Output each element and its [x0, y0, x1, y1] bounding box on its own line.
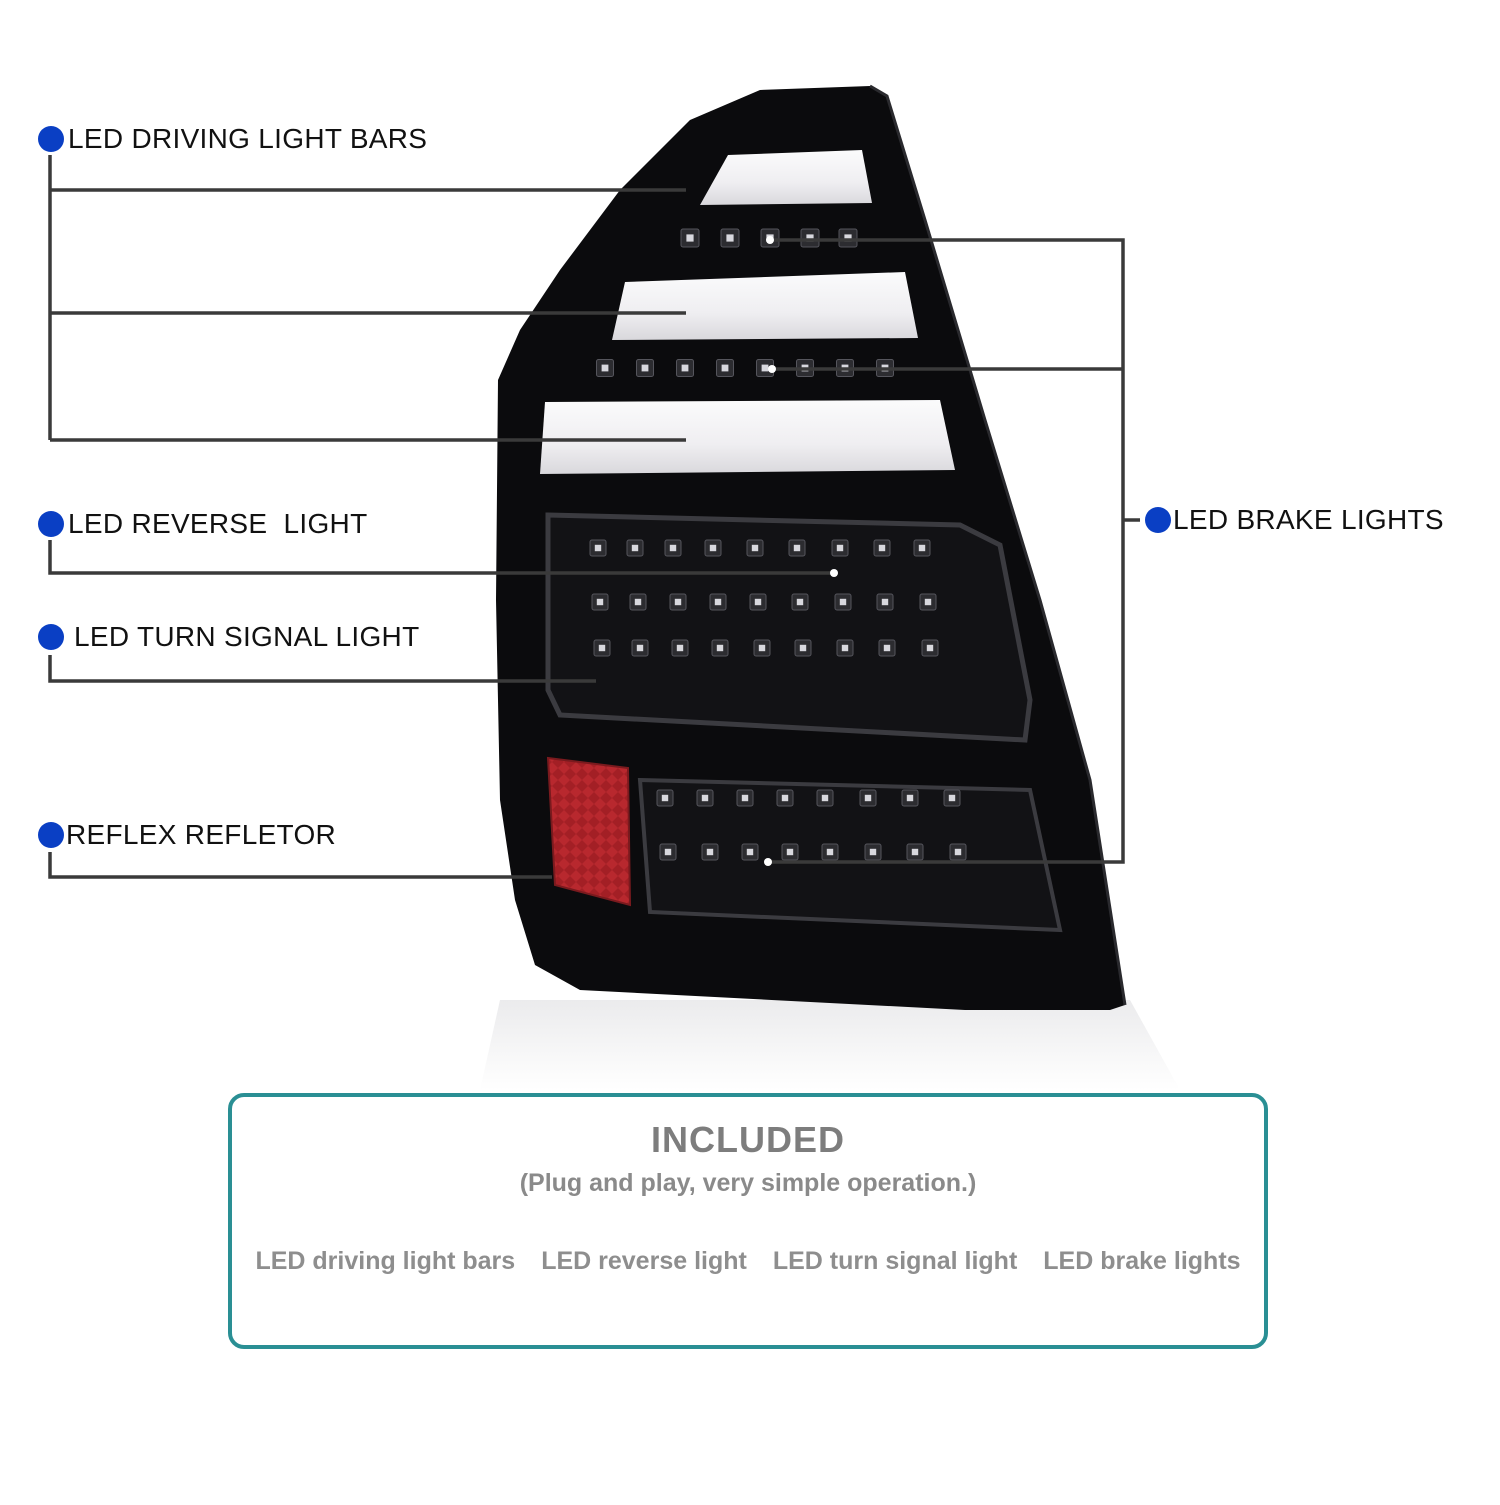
callout-turn-signal: LED TURN SIGNAL LIGHT [38, 617, 420, 657]
led-chip [726, 234, 734, 242]
brake-lens [637, 777, 1063, 933]
leader-end-dot [830, 569, 838, 577]
led-chip [796, 598, 804, 606]
led-chip [841, 644, 849, 652]
callout-turn-signal-label: LED TURN SIGNAL LIGHT [74, 621, 420, 652]
included-subtitle: (Plug and play, very simple operation.) [519, 1169, 977, 1197]
led-chip [844, 234, 852, 242]
led-chip [714, 598, 722, 606]
led-chip [676, 644, 684, 652]
led-chip [754, 598, 762, 606]
led-chip [906, 794, 914, 802]
callout-reflector-label: REFLEX REFLETOR [66, 819, 337, 850]
led-chip [821, 794, 829, 802]
callout-brake-label: LED BRAKE LIGHTS [1173, 504, 1444, 535]
led-chip [716, 644, 724, 652]
lamp-housing-rim [869, 84, 1127, 1006]
callout-driving-bars-label: LED DRIVING LIGHT BARS [68, 123, 428, 154]
bullet-dot-icon [38, 126, 64, 152]
led-chip [664, 848, 672, 856]
leader-reflector [48, 852, 552, 879]
led-chip [631, 544, 639, 552]
leader-brake [768, 238, 1140, 864]
led-chip [601, 364, 609, 372]
led-chip [721, 364, 729, 372]
included-item: LED turn signal light [772, 1247, 1018, 1275]
lamp-reflection [480, 1000, 1180, 1090]
led-chip [746, 848, 754, 856]
led-chip [661, 794, 669, 802]
led-chip [596, 598, 604, 606]
driving-light-bar-2 [612, 272, 918, 340]
bullet-dot-icon [38, 624, 64, 650]
leader-end-dots [764, 236, 838, 866]
led-chip [864, 794, 872, 802]
led-chip [786, 848, 794, 856]
leader-turn-signal [48, 655, 596, 683]
driving-light-bar-1 [700, 150, 872, 205]
led-chip [926, 644, 934, 652]
led-chip [741, 794, 749, 802]
led-group [589, 228, 967, 861]
led-chip [636, 644, 644, 652]
leader-lines [48, 155, 1140, 879]
led-chip [681, 364, 689, 372]
led-chip [869, 848, 877, 856]
led-chip [924, 598, 932, 606]
led-chip [761, 364, 769, 372]
included-item: LED driving light bars [255, 1247, 516, 1275]
reflex-reflector [546, 756, 632, 907]
led-chip [806, 234, 814, 242]
bullet-dot-icon [38, 511, 64, 537]
led-chip [918, 544, 926, 552]
led-chip [709, 544, 717, 552]
led-chip [751, 544, 759, 552]
led-chip [634, 598, 642, 606]
led-chip [836, 544, 844, 552]
included-item: LED reverse light [541, 1247, 747, 1275]
led-chip [839, 598, 847, 606]
led-chip [674, 598, 682, 606]
leader-end-dot [764, 858, 772, 866]
included-items: LED driving light bars LED reverse light… [232, 1247, 1264, 1276]
leader-reverse [48, 540, 834, 575]
led-chip [706, 848, 714, 856]
led-chip [701, 794, 709, 802]
callout-reverse-label: LED REVERSE LIGHT [68, 508, 368, 539]
included-box: INCLUDED (Plug and play, very simple ope… [228, 1093, 1268, 1349]
led-chip [758, 644, 766, 652]
led-chip [954, 848, 962, 856]
led-chip [826, 848, 834, 856]
callout-reverse: LED REVERSE LIGHT [38, 504, 367, 544]
led-chip [641, 364, 649, 372]
led-chip [878, 544, 886, 552]
bullet-dot-icon [38, 822, 64, 848]
led-chip [793, 544, 801, 552]
leader-end-dot [768, 365, 776, 373]
callout-driving-bars: LED DRIVING LIGHT BARS [38, 119, 427, 159]
leader-end-dot [766, 236, 774, 244]
callout-reflector: REFLEX REFLETOR [38, 815, 336, 855]
led-chip [799, 644, 807, 652]
led-chip [781, 794, 789, 802]
included-item: LED brake lights [1043, 1247, 1241, 1275]
led-chip [598, 644, 606, 652]
led-chip [594, 544, 602, 552]
callout-brake: LED BRAKE LIGHTS [1145, 500, 1444, 540]
led-chip [669, 544, 677, 552]
led-chip [948, 794, 956, 802]
led-chip [686, 234, 694, 242]
led-chip [881, 598, 889, 606]
led-chip [911, 848, 919, 856]
included-title: INCLUDED [651, 1119, 845, 1160]
bullet-dot-icon [1145, 507, 1171, 533]
driving-light-bar-3 [540, 400, 955, 474]
leader-driving-bars [48, 155, 686, 442]
led-chip [883, 644, 891, 652]
